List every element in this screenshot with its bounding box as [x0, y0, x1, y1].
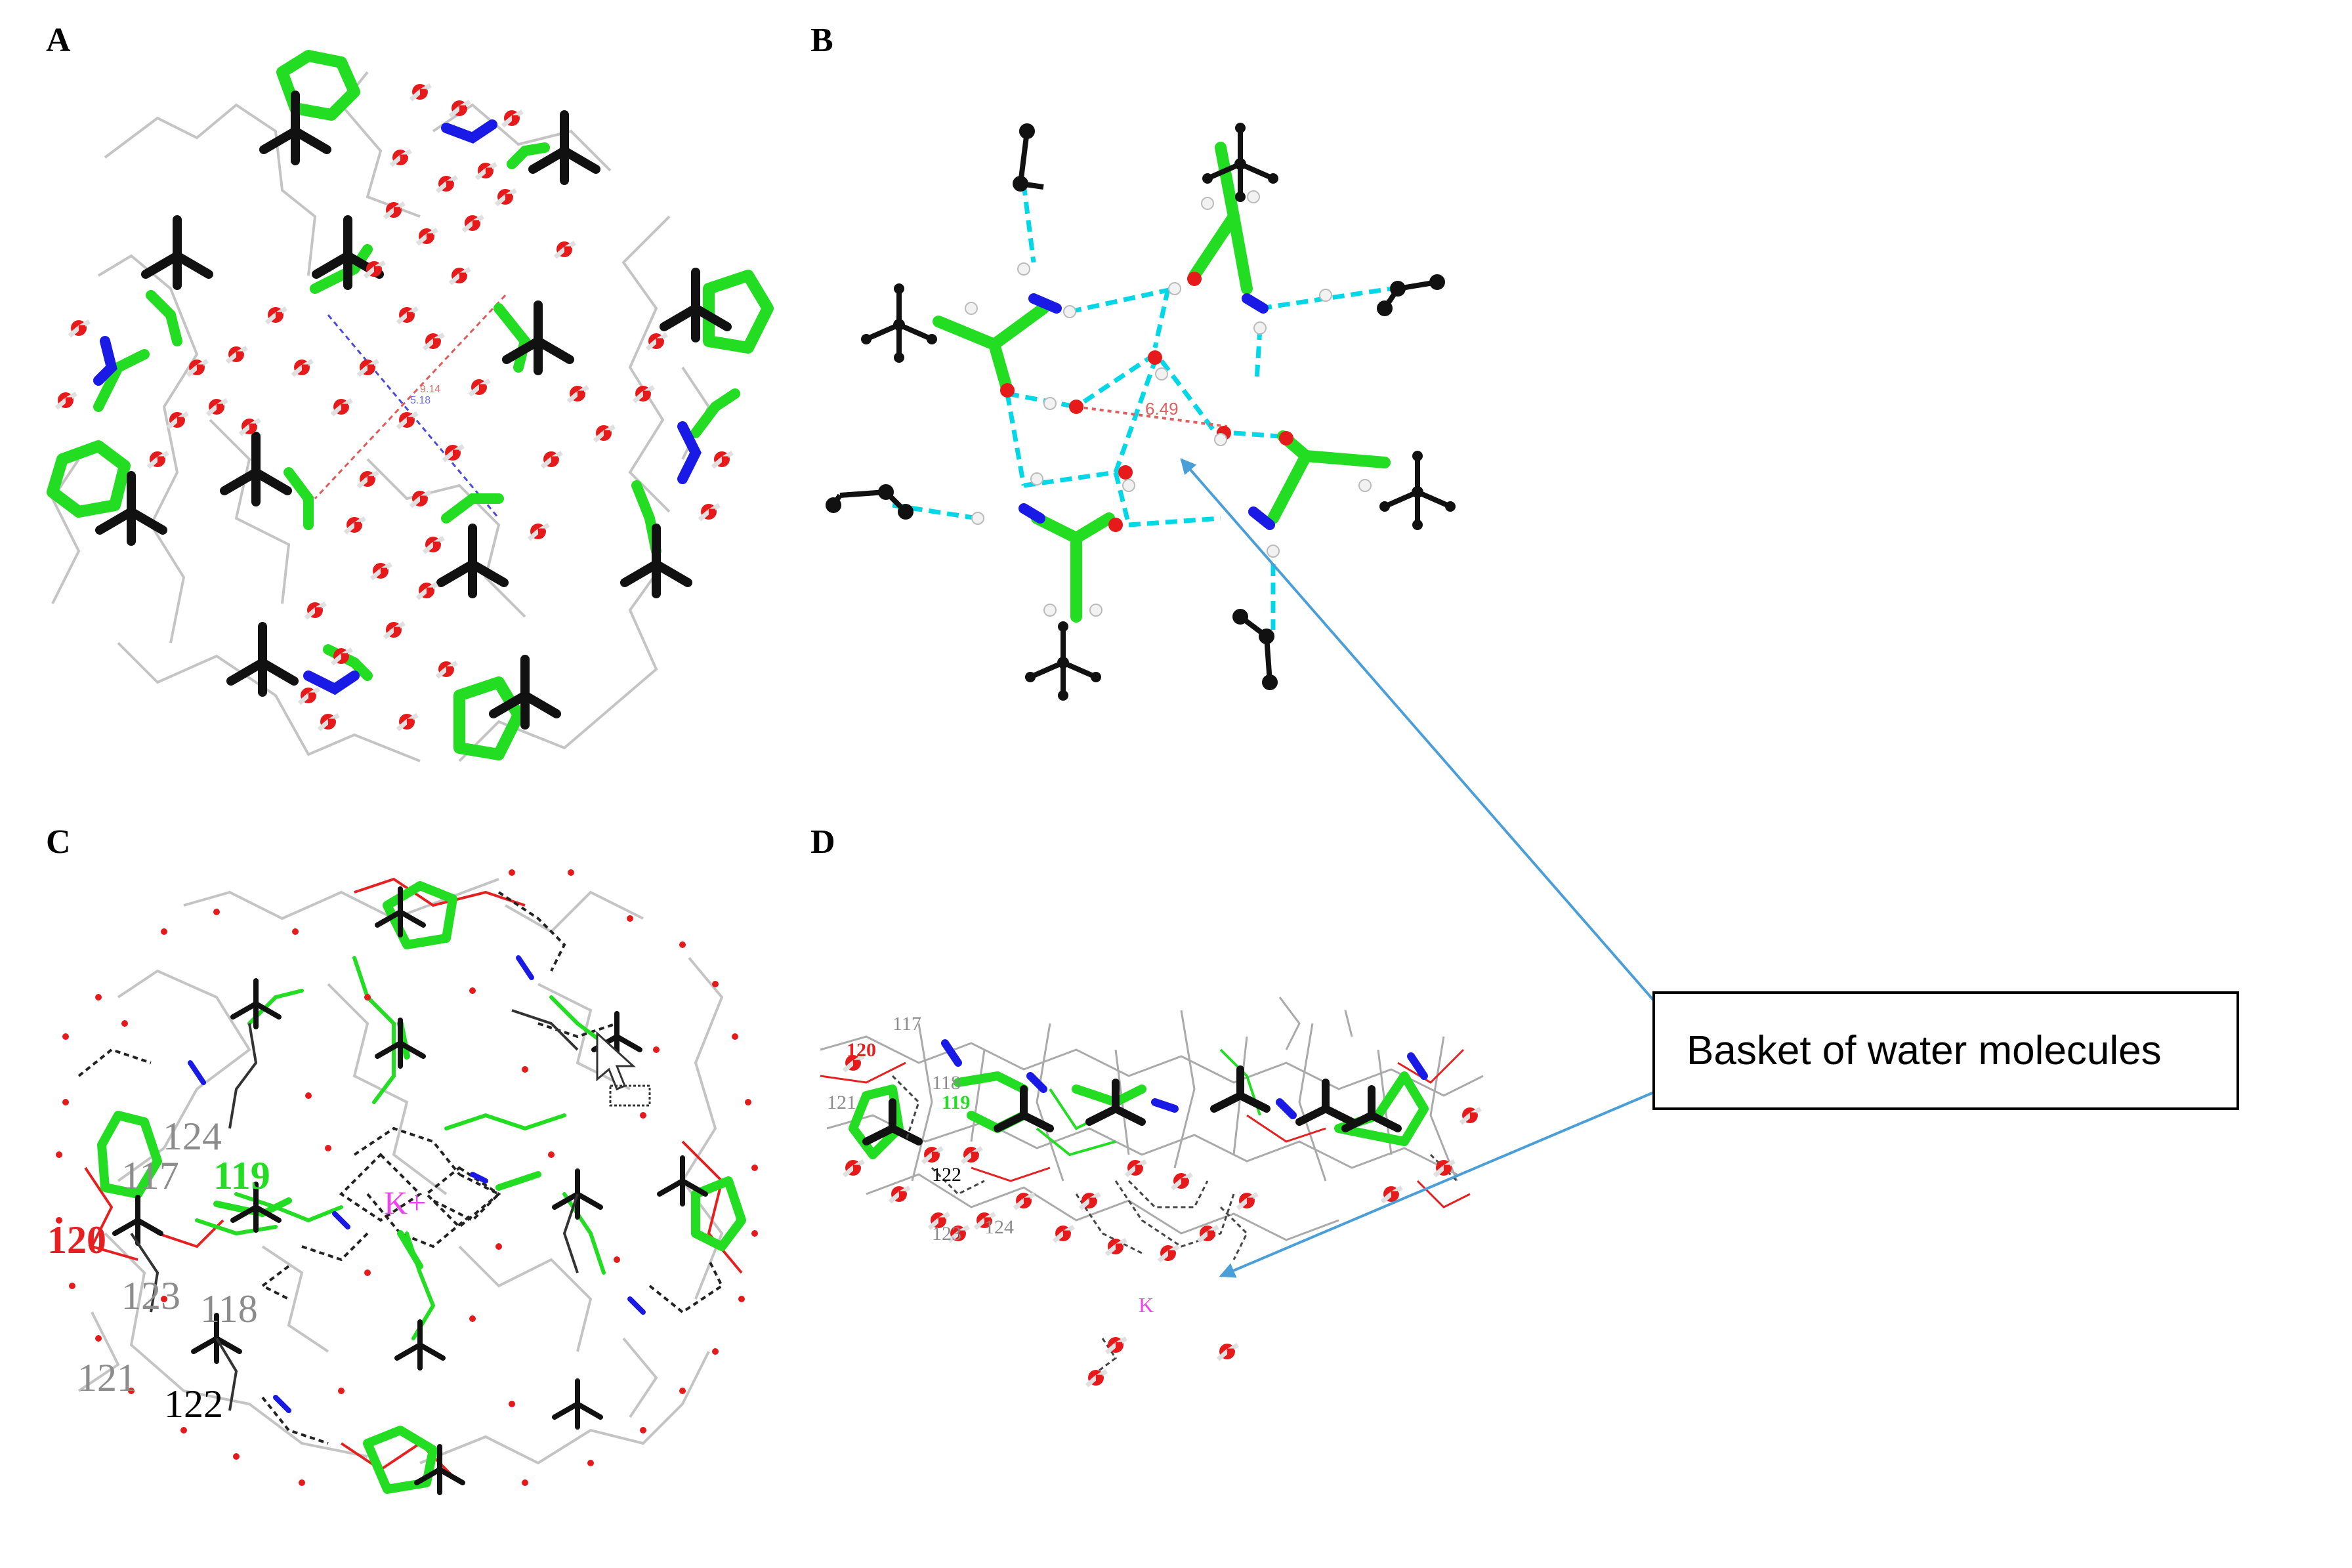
hydrogen-atoms-b	[965, 190, 1372, 617]
nitrogen-atoms-c	[188, 955, 646, 1413]
residue-label-d-118: 118	[932, 1072, 961, 1094]
backbone-wireframe-c	[77, 878, 724, 1465]
residue-label-c-119: 119	[213, 1154, 270, 1197]
hbond-lines-b	[892, 183, 1392, 630]
dark-chains-c	[130, 1009, 579, 1411]
residue-label-d-117: 117	[892, 1013, 921, 1035]
residue-label-d-122: 122	[932, 1164, 961, 1186]
oxygen-atoms-b	[1000, 272, 1293, 532]
tert-butyl-groups-d	[862, 1065, 1402, 1145]
residue-label-c-121: 121	[77, 1356, 136, 1399]
nitrogen-atoms-b	[1018, 293, 1275, 530]
potassium-ion-c: K+	[384, 1184, 426, 1221]
potassium-ion-d: K	[1139, 1293, 1154, 1317]
nitrogen-atoms-d	[941, 1039, 1428, 1119]
residue-label-c-123: 123	[121, 1274, 180, 1317]
hbond-dashes-c	[77, 891, 724, 1445]
residue-label-c-124: 124	[163, 1115, 222, 1158]
distance-label-b: 6.49	[1145, 399, 1179, 419]
residue-label-c-120: 120	[47, 1218, 106, 1262]
panel-a: A 5.18 9.14	[46, 22, 774, 762]
panel-label-a: A	[46, 22, 71, 59]
residue-label-d-121: 121	[827, 1092, 856, 1113]
residue-label-d-123: 123	[932, 1223, 961, 1245]
callout-box	[1652, 991, 2239, 1110]
residue-label-d-124: 124	[984, 1216, 1014, 1238]
distance-label-a-2: 9.14	[420, 384, 440, 395]
ethyl-fragments-b	[826, 123, 1445, 690]
callout-arrow-to-d	[1219, 1091, 1654, 1278]
callout: Basket of water molecules	[1180, 458, 2239, 1278]
residue-label-c-118: 118	[200, 1287, 258, 1331]
residue-rings-c	[97, 881, 746, 1494]
residue-label-c-117: 117	[121, 1154, 179, 1197]
peptide-backbone-b	[933, 142, 1391, 623]
residue-label-d-120: 120	[847, 1039, 876, 1061]
panel-label-b: B	[810, 22, 833, 59]
panel-d: D	[810, 823, 1484, 1386]
callout-arrow-to-b	[1180, 458, 1655, 1002]
water-molecules-a	[56, 84, 732, 730]
residue-label-d-119: 119	[942, 1092, 970, 1113]
cursor-icon	[596, 1031, 651, 1107]
panel-label-c: C	[46, 823, 71, 861]
residue-label-c-122: 122	[164, 1382, 223, 1426]
red-wire-d	[820, 1048, 1471, 1208]
panel-c: C	[46, 823, 758, 1495]
panel-b: B 6.49	[810, 22, 1456, 701]
panel-label-d: D	[810, 823, 835, 861]
distance-label-a-1: 5.18	[410, 395, 430, 406]
backbone-wireframe-a	[51, 71, 711, 762]
callout-text: Basket of water molecules	[1687, 1028, 2162, 1073]
guanidinium-groups-a	[93, 119, 702, 695]
